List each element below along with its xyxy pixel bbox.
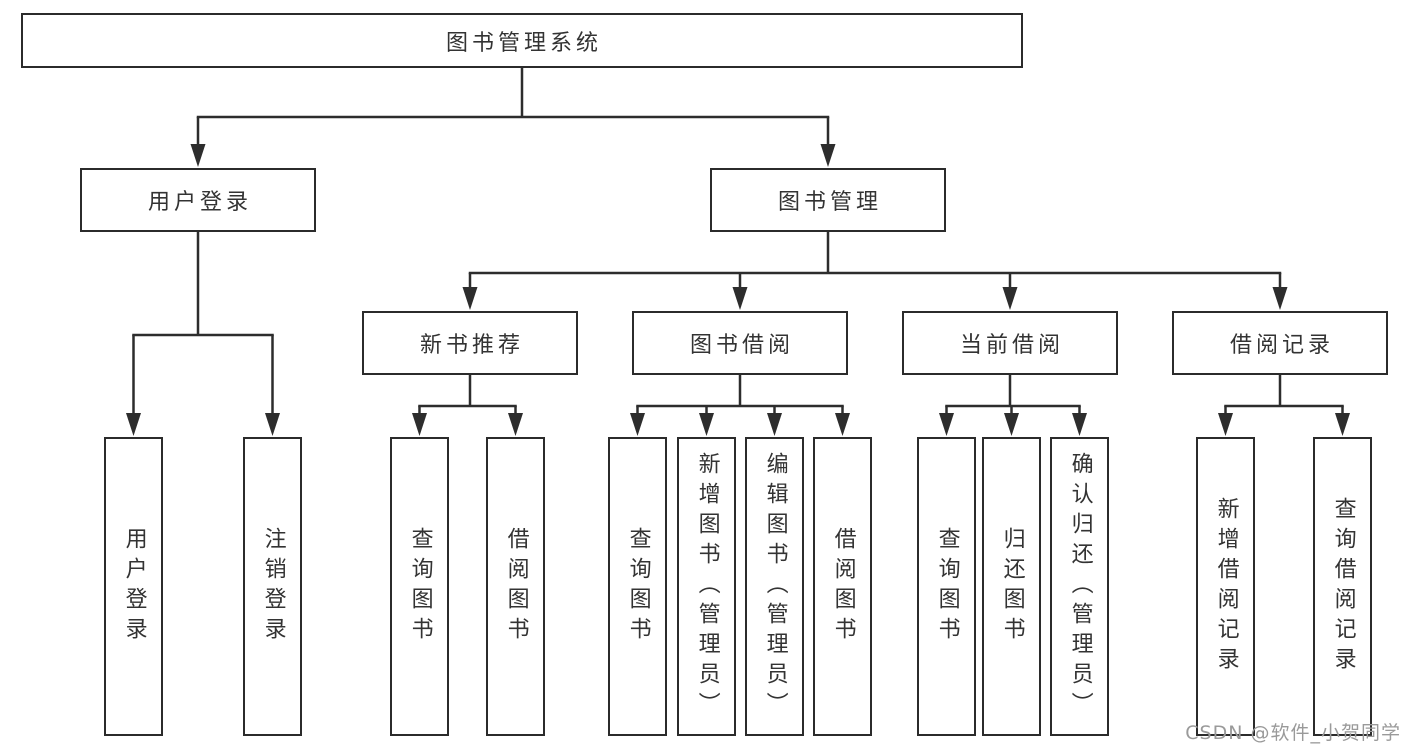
leaf-current-confirm-return-admin-label: 确认归还（管理员） [1067, 451, 1093, 722]
node-user-login-branch: 用户登录 [80, 168, 316, 232]
leaf-borrowing-borrow-books: 借阅图书 [813, 437, 872, 736]
leaf-current-return-books-label: 归还图书 [999, 526, 1025, 647]
leaf-user-login: 用户登录 [104, 437, 163, 736]
node-borrowing-records: 借阅记录 [1172, 311, 1388, 375]
leaf-borrowing-borrow-books-label: 借阅图书 [830, 526, 856, 647]
node-current-borrowing-label: 当前借阅 [959, 333, 1064, 358]
leaf-current-query-books-label: 查询图书 [934, 526, 960, 647]
node-borrowing-records-label: 借阅记录 [1229, 333, 1334, 358]
node-root: 图书管理系统 [21, 13, 1023, 68]
leaf-logout-label: 注销登录 [260, 526, 286, 647]
csdn-watermark: CSDN @软件_小贺同学 [1185, 722, 1401, 744]
node-book-borrowing-label: 图书借阅 [689, 333, 794, 358]
node-book-management-label: 图书管理 [777, 190, 882, 215]
leaf-borrowing-add-books-admin-label: 新增图书（管理员） [694, 451, 720, 722]
node-new-book-recommend-label: 新书推荐 [419, 333, 524, 358]
node-book-borrowing: 图书借阅 [632, 311, 848, 375]
node-user-login-branch-label: 用户登录 [147, 190, 252, 215]
leaf-records-query-record-label: 查询借阅记录 [1330, 496, 1356, 677]
leaf-recommend-query-books: 查询图书 [390, 437, 449, 736]
leaf-current-confirm-return-admin: 确认归还（管理员） [1050, 437, 1109, 736]
leaf-recommend-borrow-books-label: 借阅图书 [503, 526, 529, 647]
leaf-borrowing-query-books: 查询图书 [608, 437, 667, 736]
leaf-records-add-record-label: 新增借阅记录 [1213, 496, 1239, 677]
leaf-borrowing-add-books-admin: 新增图书（管理员） [677, 437, 736, 736]
leaf-logout: 注销登录 [243, 437, 302, 736]
leaf-records-add-record: 新增借阅记录 [1196, 437, 1255, 736]
leaf-borrowing-edit-books-admin: 编辑图书（管理员） [745, 437, 804, 736]
node-new-book-recommend: 新书推荐 [362, 311, 578, 375]
node-book-management: 图书管理 [710, 168, 946, 232]
leaf-borrowing-edit-books-admin-label: 编辑图书（管理员） [762, 451, 788, 722]
leaf-borrowing-query-books-label: 查询图书 [625, 526, 651, 647]
leaf-recommend-query-books-label: 查询图书 [407, 526, 433, 647]
node-root-label: 图书管理系统 [445, 30, 602, 56]
node-current-borrowing: 当前借阅 [902, 311, 1118, 375]
leaf-current-return-books: 归还图书 [982, 437, 1041, 736]
leaf-current-query-books: 查询图书 [917, 437, 976, 736]
leaf-user-login-label: 用户登录 [121, 526, 147, 647]
leaf-recommend-borrow-books: 借阅图书 [486, 437, 545, 736]
leaf-records-query-record: 查询借阅记录 [1313, 437, 1372, 736]
